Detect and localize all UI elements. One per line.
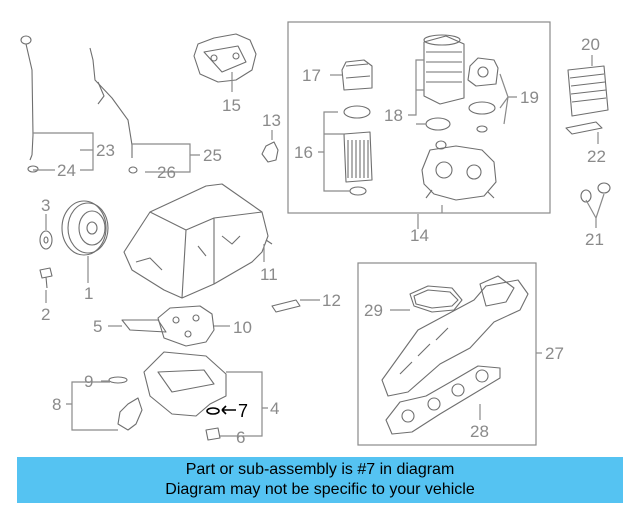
callout-6: 6 (236, 428, 245, 447)
intake-manifold-drawing[interactable] (381, 275, 529, 397)
callout-2: 2 (41, 305, 50, 324)
filter-housing-base-drawing[interactable] (421, 145, 497, 201)
leader-lines (33, 55, 605, 437)
cap-seal-drawing[interactable] (343, 105, 371, 119)
callout-5: 5 (93, 317, 102, 336)
bracket-drawing[interactable] (261, 141, 279, 163)
drain-plug-drawing[interactable] (205, 427, 221, 441)
callout-20: 20 (581, 35, 600, 54)
parts-diagram: 1 2 3 4 5 6 7 8 9 10 11 12 13 14 15 16 1… (20, 21, 611, 447)
thermostat-drawing[interactable] (467, 57, 499, 87)
oil-pump-drawing[interactable] (157, 305, 215, 347)
callout-18: 18 (384, 106, 403, 125)
oil-level-sensor-drawing[interactable] (108, 376, 143, 431)
filter-housing-group-box (287, 21, 551, 214)
callout-17: 17 (302, 66, 321, 85)
banner-line-1: Part or sub-assembly is #7 in diagram (185, 461, 455, 478)
callout-27: 27 (545, 344, 564, 363)
callout-22: 22 (587, 147, 606, 166)
thermostat-seal-drawing[interactable] (468, 101, 496, 115)
callout-8: 8 (52, 395, 61, 414)
callout-3: 3 (41, 196, 50, 215)
sensor-drawing[interactable] (271, 299, 301, 313)
callout-25: 25 (203, 146, 222, 165)
callout-10: 10 (233, 318, 252, 337)
callout-13: 13 (262, 111, 281, 130)
oil-filter-drawing[interactable] (343, 131, 373, 183)
callout-7-highlighted: 7 (238, 401, 248, 421)
manifold-gasket-drawing[interactable] (409, 285, 463, 313)
info-banner: Part or sub-assembly is #7 in diagram Di… (17, 457, 623, 503)
callout-23: 23 (96, 141, 115, 160)
callout-16: 16 (294, 143, 313, 162)
filter-seal-drawing[interactable] (349, 186, 367, 196)
callout-28: 28 (470, 422, 489, 441)
oil-pan-drawing[interactable] (143, 351, 227, 417)
cooler-gasket-drawing[interactable] (565, 121, 603, 135)
callout-29: 29 (364, 301, 383, 320)
callout-21: 21 (585, 230, 604, 249)
callout-9: 9 (84, 372, 93, 391)
callout-24: 24 (57, 161, 76, 180)
banner-line-2: Diagram may not be specific to your vehi… (165, 481, 475, 498)
callout-26: 26 (157, 163, 176, 182)
thermostat-small-seal-drawing[interactable] (476, 125, 488, 133)
dipstick-drawing[interactable] (20, 35, 39, 173)
housing-seal-drawing[interactable] (425, 117, 451, 131)
small-gasket-drawing[interactable] (121, 319, 167, 333)
heat-exchanger-housing-drawing[interactable] (423, 34, 465, 105)
callout-14: 14 (410, 226, 429, 245)
intake-manifold-group-box (357, 262, 537, 446)
callout-12: 12 (322, 291, 341, 310)
seal-ring-drawing[interactable] (206, 407, 220, 415)
callout-4: 4 (270, 399, 279, 418)
oil-filter-cap-drawing[interactable] (341, 59, 373, 91)
engine-block-drawing[interactable] (123, 183, 273, 299)
small-seal-drawing[interactable] (435, 140, 447, 150)
callout-1: 1 (84, 284, 93, 303)
dipstick-tube-drawing[interactable] (89, 47, 138, 174)
bolt-drawing[interactable] (39, 267, 53, 289)
washer-drawing[interactable] (39, 230, 53, 250)
crankshaft-pulley-drawing[interactable] (61, 200, 109, 256)
callout-11: 11 (260, 265, 278, 284)
callout-labels: 1 2 3 4 5 6 7 8 9 10 11 12 13 14 15 16 1… (41, 35, 606, 447)
callout-15: 15 (222, 96, 241, 115)
port-gasket-drawing[interactable] (385, 365, 501, 435)
engine-cover-drawing[interactable] (193, 33, 257, 83)
cooler-seals-drawing[interactable] (580, 182, 611, 203)
callout-19: 19 (520, 88, 539, 107)
oil-cooler-drawing[interactable] (567, 65, 609, 117)
